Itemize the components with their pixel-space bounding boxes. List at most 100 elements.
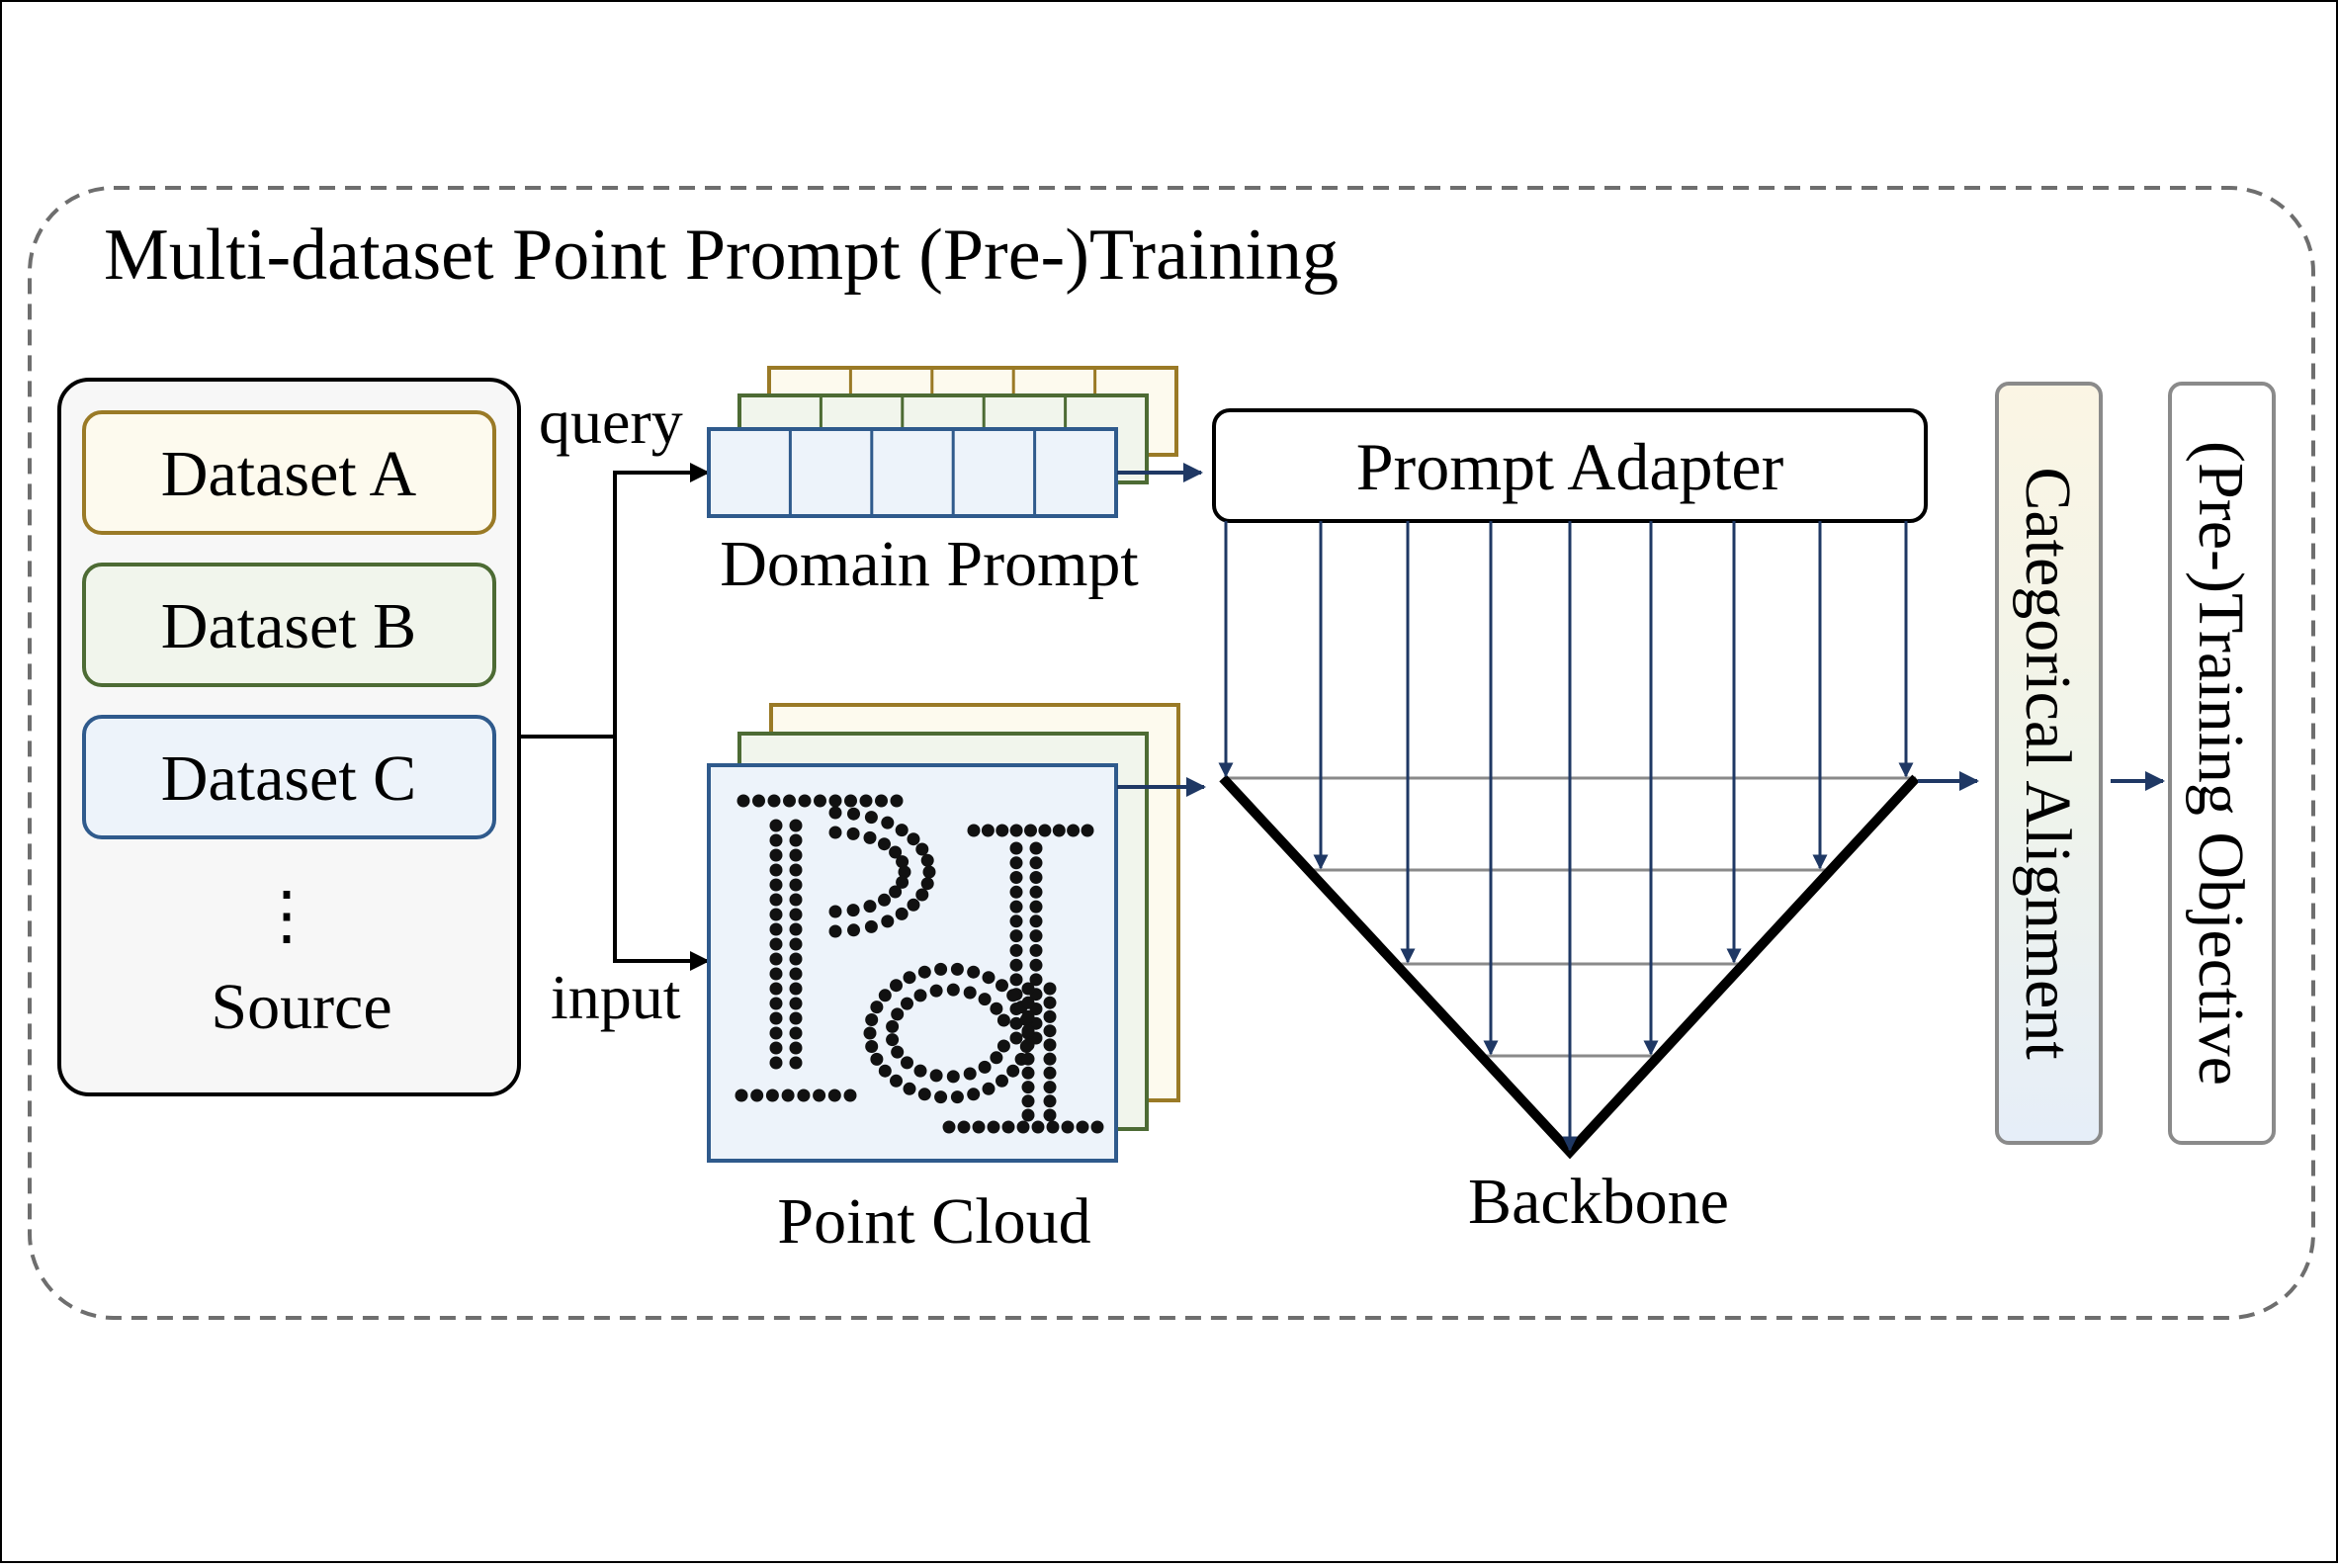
point-dot [769,863,783,877]
point-dot [913,1064,927,1078]
point-dot [950,962,964,976]
diagram-title: Multi-dataset Point Prompt (Pre-)Trainin… [104,215,1339,296]
point-dot [1021,1081,1035,1094]
point-dot [798,794,812,808]
point-dot [889,845,903,859]
point-dot [1009,915,1023,928]
point-dot [1009,900,1023,914]
point-dot [813,1089,826,1102]
point-dot [789,1041,803,1055]
point-dot [1043,982,1057,996]
point-cloud-dots [735,794,1104,1134]
point-dot [1043,1081,1057,1094]
dataset-box [82,410,496,535]
point-dot [896,875,909,889]
point-dot [889,885,903,899]
prompt-layer-blue [707,427,1118,518]
point-dot [769,893,783,907]
point-dot [769,967,783,981]
point-dot [1038,824,1052,837]
point-dot [946,1070,960,1084]
point-dot [1029,856,1043,870]
point-dot [789,937,803,951]
point-dot [1009,1031,1023,1045]
point-dot [917,965,931,979]
point-dot [769,908,783,921]
backbone-label: Backbone [1468,1166,1729,1238]
point-dot [814,794,826,808]
prompt-strip [707,427,1118,518]
point-dot [978,1060,992,1074]
point-dot [1021,982,1035,996]
point-dot [895,824,909,837]
point-dot [846,904,860,917]
point-dot [789,967,803,981]
dataset-label: Dataset C [161,742,416,815]
point-dot [789,908,803,921]
point-dot [1081,824,1094,837]
backbone-network [1218,521,1920,1160]
point-dot [886,1033,900,1047]
point-dot [789,1026,803,1040]
point-dot [767,794,781,808]
point-dot [996,1074,1008,1088]
point-dot [1029,871,1043,884]
point-dot [1009,943,1023,957]
point-dot [967,824,981,837]
point-dot [982,1082,996,1095]
point-dot [896,855,909,869]
point-dot [1009,841,1023,855]
point-dot [934,1090,948,1104]
source-ellipsis: ⋮ [254,880,319,952]
point-dot [1076,1120,1089,1134]
point-dot [963,986,977,1000]
point-dot [990,1002,1003,1015]
point-dot [828,806,842,820]
point-dot [996,824,1009,837]
point-dot [789,922,803,936]
point-dot [847,923,860,937]
training-objective-label: (Pre-)Training Objective [2185,441,2257,1086]
point-dot [1029,900,1043,914]
point-dot [1067,824,1081,837]
point-dot [828,905,842,918]
point-dot [828,794,842,808]
point-dot [859,794,873,808]
point-dot [903,971,916,985]
point-dot [783,794,796,808]
point-dot [891,1007,905,1021]
point-dot [901,1056,913,1070]
point-dot [972,1120,986,1134]
point-dot [789,952,803,966]
point-dot [901,997,913,1010]
point-dot [1043,1108,1057,1122]
point-dot [1016,1120,1030,1134]
point-dot [752,794,765,808]
point-dot [1029,929,1043,943]
point-dot [886,1019,900,1033]
point-dot [895,907,909,920]
point-dot [769,952,783,966]
point-dot [789,863,803,877]
point-dot [1009,929,1023,943]
point-dot [1029,943,1043,957]
point-dot [1009,885,1023,899]
point-dot [1006,989,1020,1002]
point-dot [863,1026,877,1040]
point-dot [789,1011,803,1025]
point-dot [1006,1064,1020,1078]
point-dot [1046,1120,1060,1134]
input-label: input [551,962,681,1032]
point-dot [1043,996,1057,1009]
point-dot [1090,1120,1104,1134]
point-dot [1021,1052,1035,1066]
point-dot [769,1011,783,1025]
point-dot [1009,824,1023,837]
point-dot [987,1120,1000,1134]
point-dot [769,922,783,936]
point-dot [769,982,783,996]
point-dot [929,1069,943,1083]
